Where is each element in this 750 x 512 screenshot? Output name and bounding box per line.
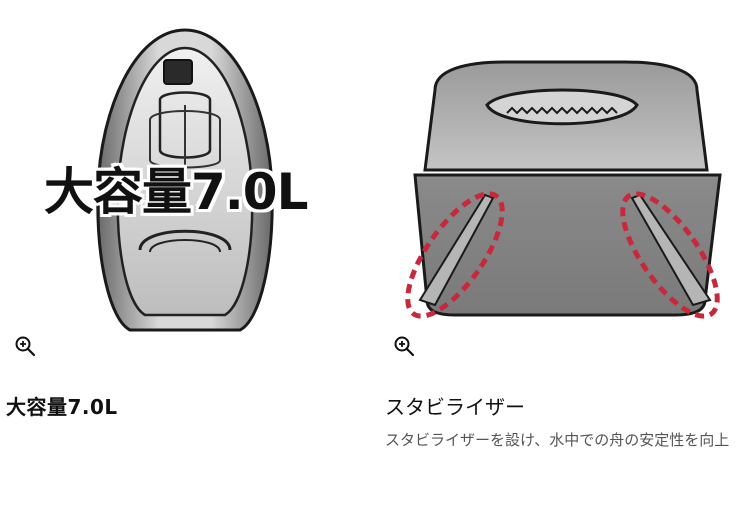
zoom-in-icon[interactable] bbox=[13, 334, 37, 358]
capacity-overlay-label: 大容量7.0L bbox=[44, 163, 308, 221]
zoom-in-icon[interactable] bbox=[392, 334, 416, 358]
live-well-top-view-image[interactable]: 大容量7.0L bbox=[0, 0, 370, 335]
feature-description: スタビライザーを設け、水中での舟の安定性を向上 bbox=[385, 431, 730, 449]
feature-card-capacity: 大容量7.0L 大容量7.0L bbox=[0, 0, 370, 512]
feature-title: スタビライザー bbox=[385, 395, 525, 419]
feature-card-stabilizer: スタビライザー スタビライザーを設け、水中での舟の安定性を向上 bbox=[375, 0, 750, 512]
live-well-stabilizer-image[interactable] bbox=[375, 0, 750, 335]
live-well-stabilizer-illustration bbox=[405, 60, 722, 319]
live-well-top-view-illustration bbox=[96, 28, 274, 332]
feature-title: 大容量7.0L bbox=[6, 395, 118, 419]
